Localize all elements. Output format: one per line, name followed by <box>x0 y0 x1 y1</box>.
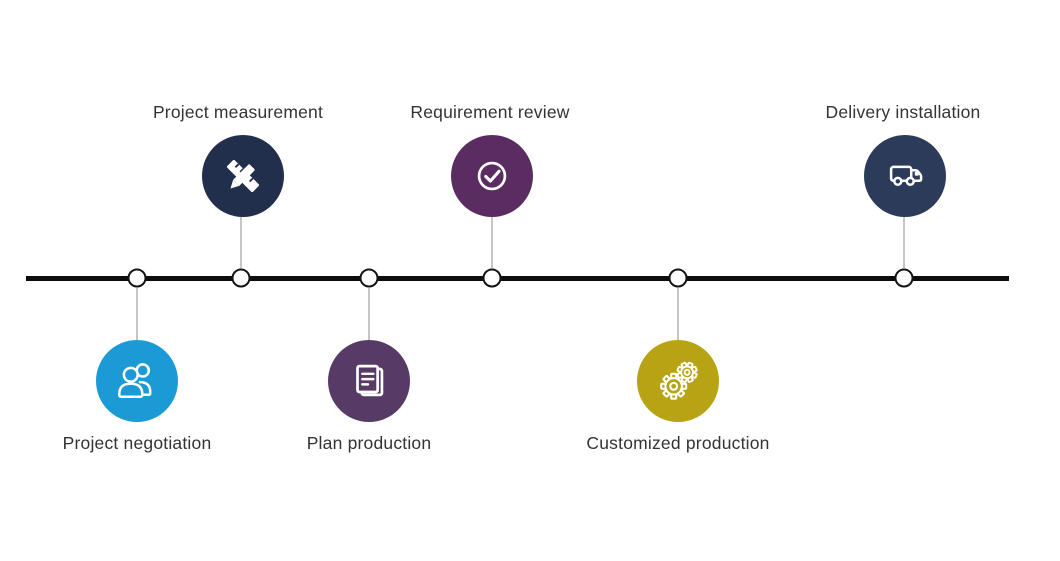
step-label: Requirement review <box>410 102 570 122</box>
step-circle <box>637 340 719 422</box>
step-label: Plan production <box>306 433 432 453</box>
timeline-node <box>668 268 688 288</box>
timeline-line <box>26 276 1009 281</box>
people-icon <box>114 358 160 404</box>
connector-line <box>136 288 138 340</box>
connector-line <box>240 217 242 268</box>
connector-line <box>368 288 370 340</box>
ruler-pencil-icon <box>220 153 266 199</box>
timeline-node <box>127 268 147 288</box>
timeline-node <box>482 268 502 288</box>
step-circle <box>451 135 533 217</box>
timeline-node <box>894 268 914 288</box>
step-circle <box>864 135 946 217</box>
connector-line <box>491 217 493 268</box>
step-circle <box>96 340 178 422</box>
check-icon <box>469 153 515 199</box>
document-icon <box>346 358 392 404</box>
connector-line <box>677 288 679 340</box>
connector-line <box>903 217 905 268</box>
truck-icon <box>882 153 928 199</box>
timeline-node <box>231 268 251 288</box>
step-label: Project measurement <box>152 102 324 122</box>
step-label: Project negotiation <box>62 433 212 453</box>
step-label: Customized production <box>586 433 770 453</box>
step-label: Delivery installation <box>825 102 981 122</box>
step-circle <box>328 340 410 422</box>
timeline-node <box>359 268 379 288</box>
step-circle <box>202 135 284 217</box>
gears-icon <box>655 358 701 404</box>
